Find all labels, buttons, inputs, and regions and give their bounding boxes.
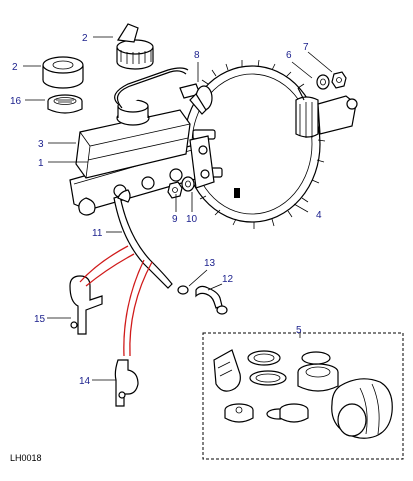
callout-9: 9 [172, 214, 178, 225]
callout-1: 1 [38, 158, 44, 169]
brake-servo-booster [183, 59, 358, 229]
clip-position-line [85, 253, 135, 287]
callout-13: 13 [204, 258, 216, 269]
hose-clip-upper [69, 275, 103, 335]
callout-6: 6 [286, 50, 292, 61]
clip-position-line [123, 259, 145, 357]
callout-3: 3 [38, 139, 44, 150]
callout-labels: 2 2 16 3 1 8 6 7 4 9 10 11 13 12 15 14 5 [10, 33, 322, 387]
reservoir-strainer [47, 94, 83, 114]
callout-15: 15 [34, 314, 46, 325]
reservoir-cap-left [42, 56, 84, 89]
hose-clip-lower [114, 359, 139, 407]
brake-pipe-and-seal [177, 285, 228, 315]
fluid-reservoir [75, 67, 191, 179]
callout-5: 5 [296, 325, 302, 336]
reservoir-cap-top [116, 23, 154, 70]
callout-10: 10 [186, 214, 198, 225]
master-cylinder [69, 135, 215, 216]
clip-position-line [79, 245, 129, 283]
leader-lines [23, 36, 333, 381]
callout-8: 8 [194, 50, 200, 61]
seal-kit-box [202, 332, 404, 460]
callout-16: 16 [10, 96, 22, 107]
callout-4: 4 [316, 210, 322, 221]
nuts-and-washers [167, 71, 347, 199]
brake-pipe-hose [113, 189, 173, 289]
callout-2-left: 2 [12, 62, 18, 73]
callout-14: 14 [79, 376, 91, 387]
vacuum-check-valve [179, 83, 213, 115]
clip-position-line [129, 261, 153, 357]
callout-7: 7 [303, 42, 309, 53]
reference-code: LH0018 [10, 453, 42, 463]
callout-2-top: 2 [82, 33, 88, 44]
callout-12: 12 [222, 274, 234, 285]
callout-11: 11 [92, 228, 103, 239]
